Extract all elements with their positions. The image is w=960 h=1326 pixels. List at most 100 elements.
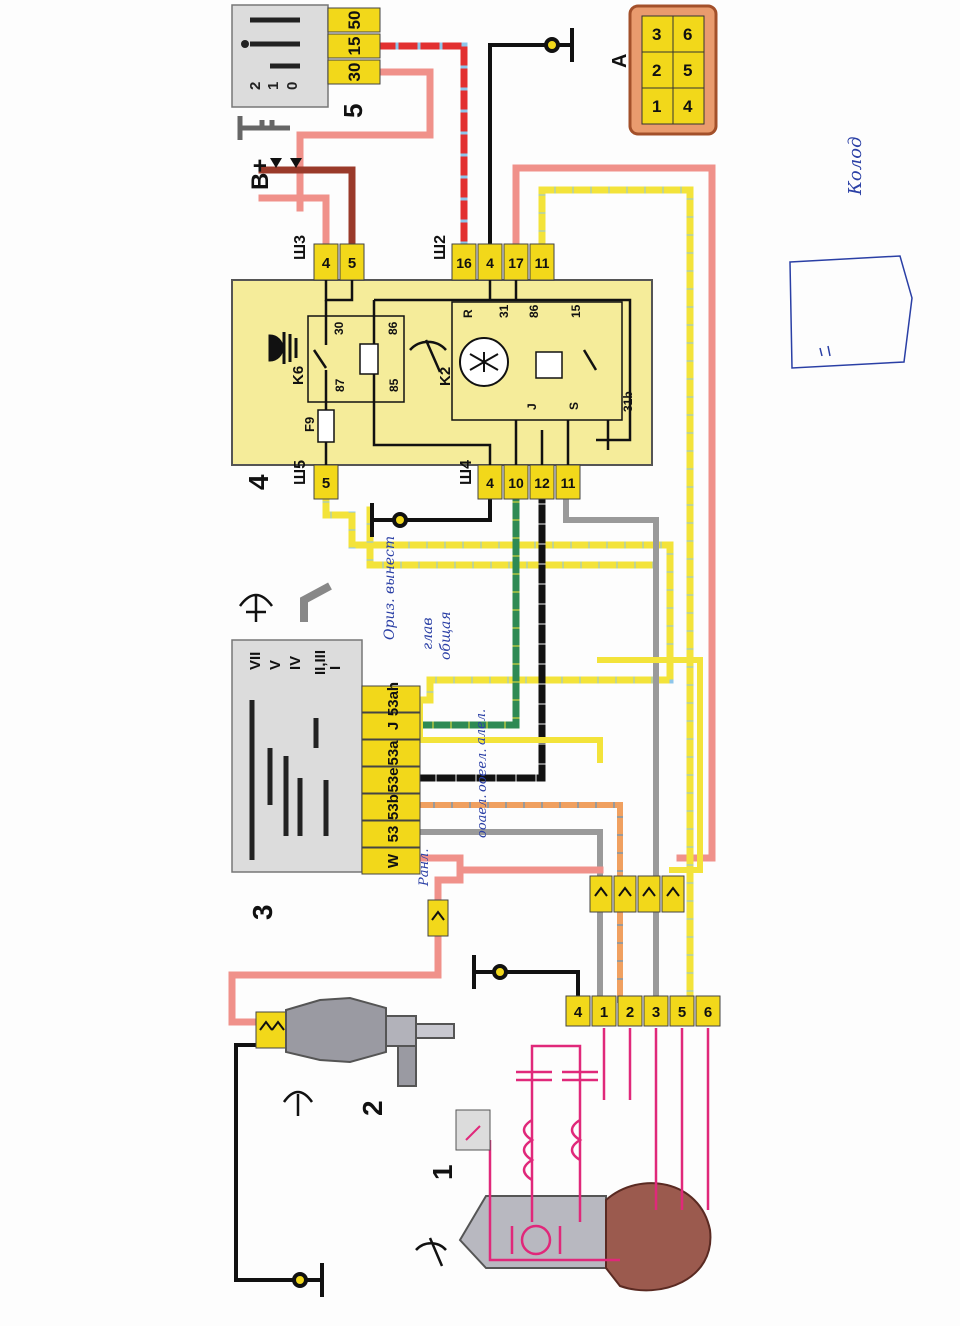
ignition-switch: 2 1 0 50 15 30 5 xyxy=(231,4,381,168)
switch-pin-53e: 53e xyxy=(385,767,402,792)
ignition-pin-15: 15 xyxy=(345,37,364,56)
ground-symbols xyxy=(292,28,574,1297)
headlight-icon xyxy=(268,332,298,364)
sh3-label: Ш3 xyxy=(292,235,309,260)
switch-pin-53ah: 53ah xyxy=(385,682,402,716)
k2-terminal-s: S xyxy=(567,402,581,410)
note-oriz: Ориз. вынест xyxy=(382,536,398,640)
connector-a-cell-1: 1 xyxy=(652,97,661,116)
motor-pin-6: 6 xyxy=(704,1004,712,1021)
note-obshchaya: общая xyxy=(438,611,454,660)
ignition-position-2: 2 xyxy=(247,82,264,90)
k6-label: K6 xyxy=(290,366,307,385)
position-vii: VII xyxy=(247,652,264,670)
k6-terminal-86: 86 xyxy=(386,321,400,335)
wire-gray-11 xyxy=(563,485,659,1003)
connector-a-cell-6: 6 xyxy=(683,25,692,44)
position-i: I xyxy=(327,666,344,670)
note-ranl: Ранл. xyxy=(417,849,432,887)
relay-k2: R 31 86 15 J S 31b K2 xyxy=(409,301,635,421)
k2-terminal-j: J xyxy=(525,403,539,410)
sh2-pin-4: 4 xyxy=(486,255,494,271)
wire-black-ground-motor xyxy=(498,970,580,1002)
ignition-position-0: 0 xyxy=(284,82,301,90)
battery-label: B+ xyxy=(247,159,274,190)
component-number-2: 2 xyxy=(357,1100,388,1116)
wiper-icon xyxy=(409,339,447,373)
wire-yellow-blue-11-dash xyxy=(538,186,694,1004)
fuse-f9: F9 xyxy=(302,409,335,443)
wire-brown-battery xyxy=(258,166,356,254)
wiper-motor: 1 xyxy=(415,1028,712,1292)
wire-red-dash-15 xyxy=(376,42,468,249)
note-alel: алел. xyxy=(474,709,489,745)
k2-terminal-31: 31 xyxy=(497,304,511,318)
sh3-pin-4: 4 xyxy=(322,255,331,272)
switch-pin-53a: 53a xyxy=(385,740,402,766)
connector-a-cell-5: 5 xyxy=(683,61,692,80)
sh4-pin-10: 10 xyxy=(508,475,524,491)
sh4-label: Ш4 xyxy=(458,460,475,485)
switch-pin-w: W xyxy=(385,853,402,868)
ground-icon xyxy=(544,28,574,62)
note-ooeel: ооеел. xyxy=(475,749,490,792)
wire-gray-53 xyxy=(417,829,603,1003)
wire-yellow-blue-sh5-dash xyxy=(322,484,674,704)
connector-a-cell-3: 3 xyxy=(652,25,661,44)
ignition-pin-30: 30 xyxy=(345,63,364,82)
motor-pin-5: 5 xyxy=(678,1004,686,1021)
relay-k6: 30 86 87 85 K6 xyxy=(268,315,405,403)
k6-terminal-30: 30 xyxy=(332,321,346,335)
wiper-blade-icon xyxy=(415,1237,447,1267)
stalk-lever-icon xyxy=(300,582,332,622)
k2-terminal-31b: 31b xyxy=(621,391,635,412)
ground-icon xyxy=(370,503,408,537)
k2-terminal-86: 86 xyxy=(527,304,541,318)
connector-sh4: 4 10 12 11 xyxy=(477,464,581,500)
connector-sh5: 5 xyxy=(313,464,339,500)
wire-green-10-dash xyxy=(416,484,520,729)
wire-orange-53b-dash xyxy=(417,802,623,1003)
note-kolod: Колод xyxy=(845,137,866,196)
sh3-pin-5: 5 xyxy=(348,255,356,272)
component-number-4: 4 xyxy=(243,474,274,490)
note-glav: глав xyxy=(420,618,436,650)
k6-terminal-87: 87 xyxy=(333,378,347,392)
washer-pump: 2 xyxy=(255,996,455,1116)
connector-sh2: 16 4 17 11 xyxy=(451,243,555,281)
washer-spray-icon xyxy=(238,593,274,622)
wire-red-blue-15 xyxy=(376,42,468,249)
sh2-label: Ш2 xyxy=(432,235,449,260)
connector-a-cell-2: 2 xyxy=(652,61,661,80)
wire-yellow-1 xyxy=(417,697,603,763)
note-ooael: ооаел. xyxy=(475,794,490,838)
sh5-pin-5: 5 xyxy=(322,475,330,492)
wire-black-12-dash xyxy=(416,484,546,782)
position-ii-iii: II,III xyxy=(312,650,329,675)
sh4-pin-12: 12 xyxy=(534,475,550,491)
sh4-pin-11: 11 xyxy=(561,475,576,491)
connector-a-cell-4: 4 xyxy=(683,97,693,116)
component-number-1: 1 xyxy=(427,1164,458,1180)
position-v: V xyxy=(267,660,284,670)
ground-icon xyxy=(292,1263,324,1297)
k2-label: K2 xyxy=(437,367,454,386)
position-iv: IV xyxy=(287,656,304,670)
hand-drawn-box xyxy=(789,255,913,369)
k2-terminal-r: R xyxy=(461,309,475,318)
ignition-pin-50: 50 xyxy=(345,11,364,30)
switch-pin-53: 53 xyxy=(385,826,402,843)
relay-block: 4 5 Ш3 16 4 17 11 Ш2 5 Ш5 4 10 12 xyxy=(231,235,653,500)
wire-pink-battery xyxy=(258,194,330,254)
wire-green-10 xyxy=(416,484,520,729)
motor-pin-2: 2 xyxy=(626,1004,634,1021)
motor-pin-1: 1 xyxy=(600,1004,608,1021)
inline-connectors xyxy=(427,875,685,937)
k6-terminal-85: 85 xyxy=(387,378,401,392)
sh2-pin-17: 17 xyxy=(508,255,524,271)
connector-sh3: 4 5 xyxy=(313,243,365,281)
fuse-label: F9 xyxy=(302,417,317,432)
motor-connector: 4 1 2 3 5 6 xyxy=(565,995,721,1027)
